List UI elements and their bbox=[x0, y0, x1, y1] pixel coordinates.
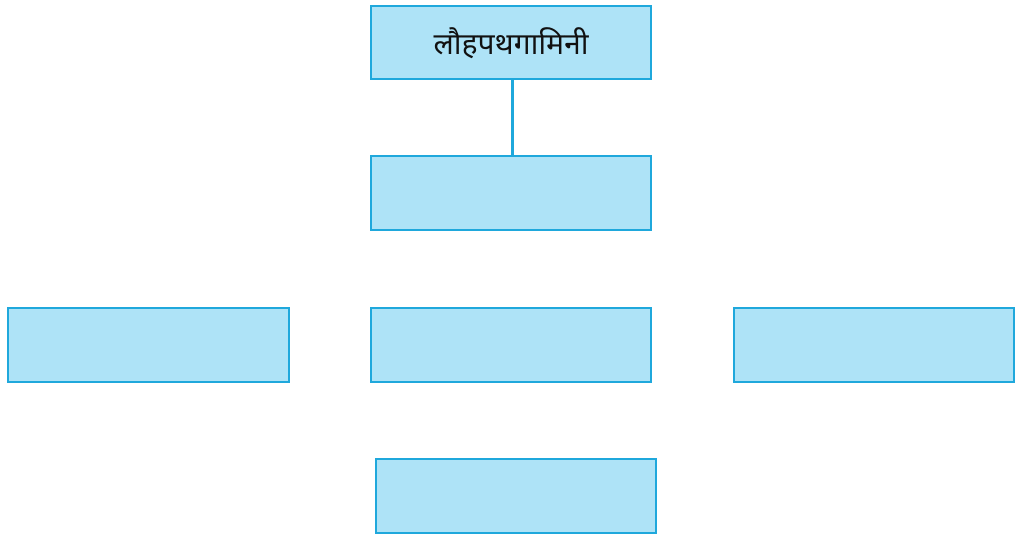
level2-right-node-box bbox=[733, 307, 1015, 383]
level2-left-node-box bbox=[7, 307, 290, 383]
root-node-label: लौहपथगामिनी bbox=[433, 27, 589, 62]
level2-center-node-box bbox=[370, 307, 652, 383]
level1-node-box bbox=[370, 155, 652, 231]
level3-node-box bbox=[375, 458, 657, 534]
connector-root-to-level1 bbox=[511, 80, 514, 155]
root-node-box: लौहपथगामिनी bbox=[370, 5, 652, 80]
